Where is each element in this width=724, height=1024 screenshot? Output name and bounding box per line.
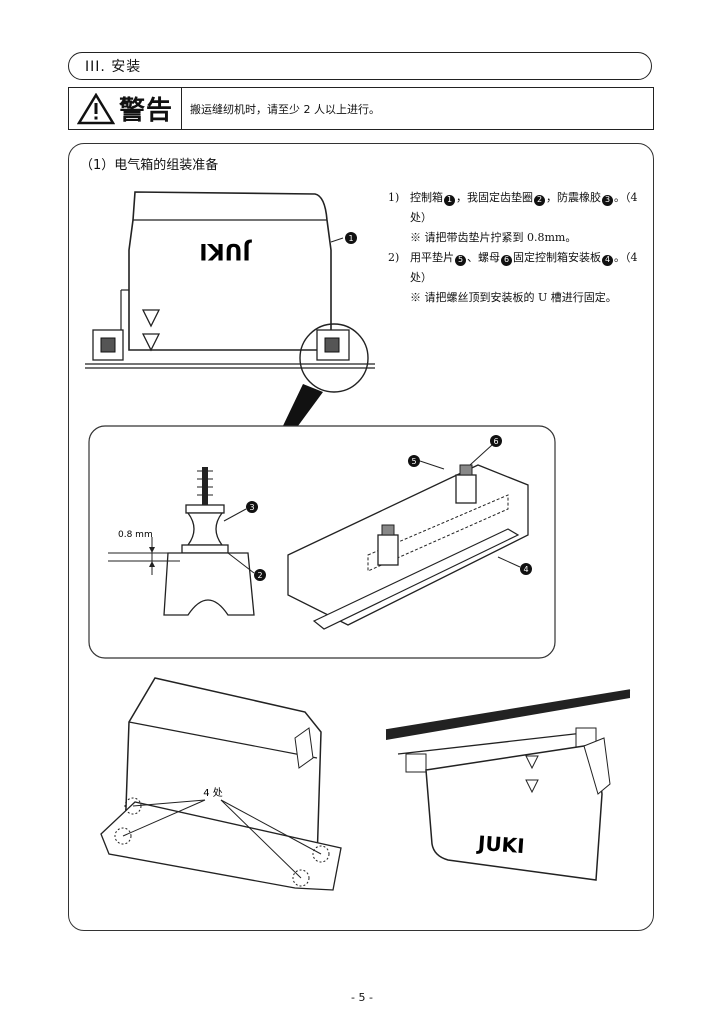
callout-marker: 6 — [501, 254, 512, 266]
callout-marker: 3 — [249, 503, 254, 512]
figure-control-box: JUKI 1 — [85, 191, 375, 430]
location-count-label: 4 处 — [203, 787, 223, 799]
callout-marker: 1 — [348, 234, 353, 243]
page-number: - 5 - — [351, 991, 373, 1004]
callout-marker: 6 — [493, 437, 498, 446]
step-text-part: ，防震橡胶 — [546, 191, 601, 204]
callout-marker: 5 — [455, 254, 466, 266]
callout-marker: 1 — [444, 194, 455, 206]
warning-title: 警告 — [118, 96, 173, 126]
warning-label: 警告 — [69, 88, 182, 129]
content-panel — [68, 143, 654, 931]
subsection-title: （1）电气箱的组装准备 — [80, 158, 219, 173]
callout-marker: 4 — [602, 254, 613, 266]
figure-detail-panel: 0.8 mm 3 2 5 6 4 — [88, 425, 556, 659]
figure-mounted-box: JUKI — [385, 689, 631, 881]
step-number: 2) — [388, 251, 400, 264]
step-text-part: 。（4 处） — [410, 251, 638, 284]
brand-logo: JUKI — [199, 238, 252, 263]
callout-marker: 2 — [257, 571, 262, 580]
step-text-part: 控制箱 — [410, 191, 443, 204]
step-2-note: ※ 请把螺丝顶到安装板的 U 槽进行固定。 — [410, 291, 617, 304]
section-header: III. 安装 — [68, 52, 652, 80]
figure-four-locations: 4 处 — [100, 677, 342, 891]
step-text-part: ，我固定齿垫圈 — [456, 191, 533, 204]
step-text-part: 固定控制箱安装板 — [513, 251, 601, 264]
step-1-note: ※ 请把带齿垫片拧紧到 0.8mm。 — [410, 231, 577, 244]
callout-marker: 4 — [523, 565, 528, 574]
step-text-part: 、螺母 — [467, 251, 500, 264]
warning-triangle-icon — [76, 92, 115, 124]
step-number: 1) — [388, 191, 400, 204]
brand-logo: JUKI — [475, 831, 525, 858]
step-text-part: 用平垫片 — [410, 251, 454, 264]
callout-marker: 3 — [602, 194, 613, 206]
figure-rubber-mount: 0.8 mm 3 2 — [108, 467, 266, 616]
figure-mounting-plate: 5 6 4 — [287, 435, 532, 630]
warning-box: 警告 搬运缝纫机时，请至少 2 人以上进行。 — [68, 87, 654, 130]
step-text-part: 。（4 处） — [410, 191, 638, 224]
callout-marker: 2 — [534, 194, 545, 206]
warning-text: 搬运缝纫机时，请至少 2 人以上进行。 — [190, 102, 380, 116]
callout-marker: 5 — [411, 457, 416, 466]
section-title: III. 安装 — [85, 59, 142, 75]
dimension-label: 0.8 mm — [118, 530, 153, 540]
